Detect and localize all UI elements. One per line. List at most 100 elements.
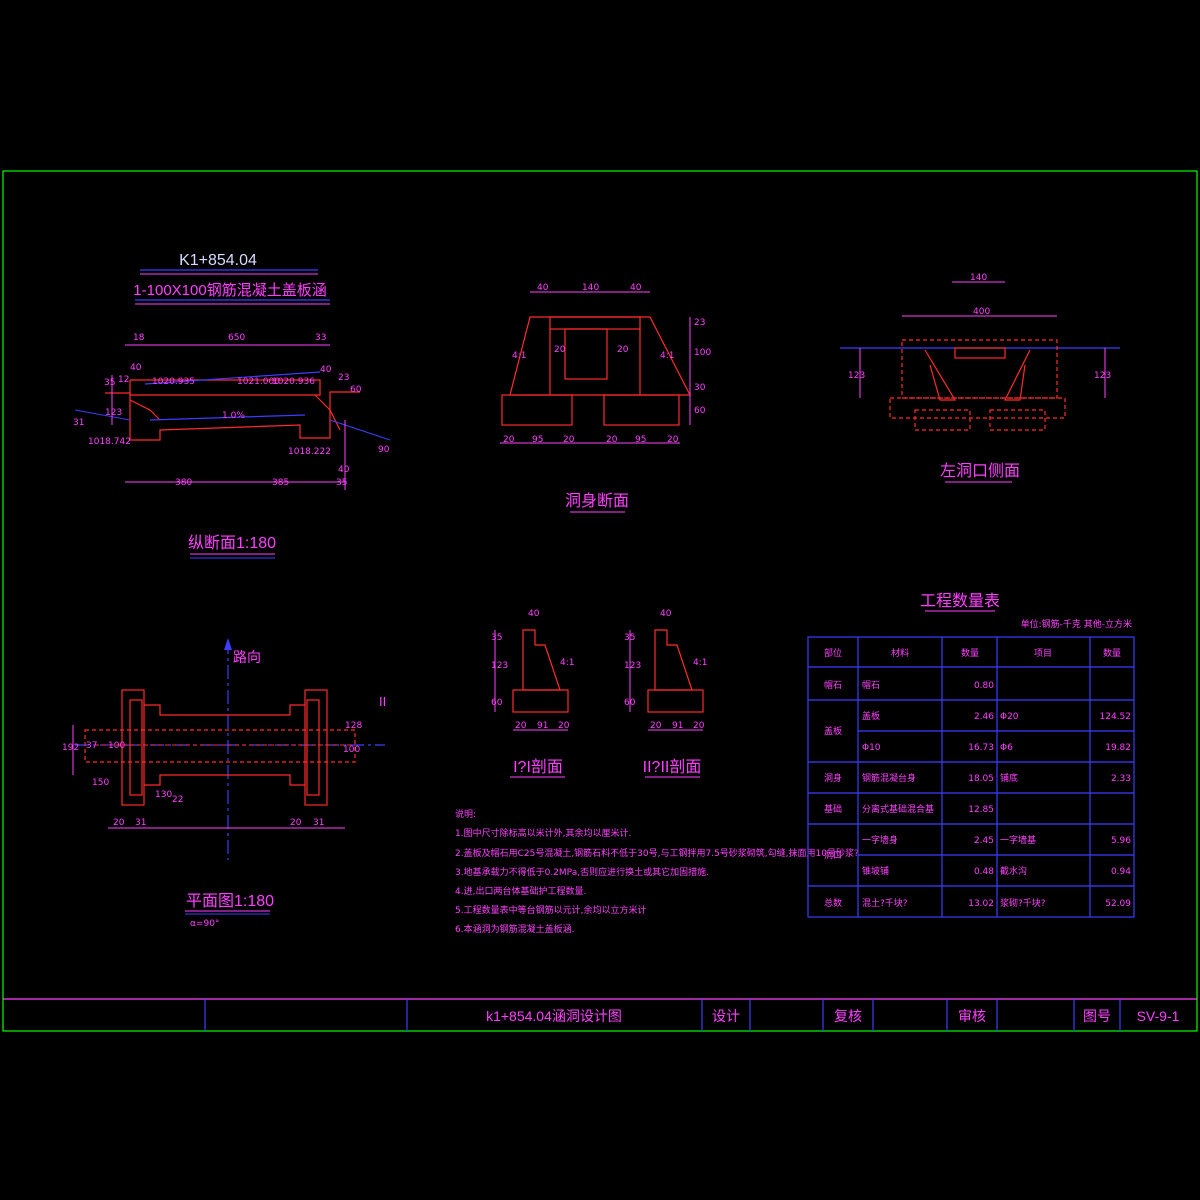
svg-text:20: 20 [693, 721, 705, 731]
svg-text:2.33: 2.33 [1111, 774, 1131, 784]
sheet-frame [2, 170, 1198, 1032]
svg-text:40: 40 [338, 465, 350, 475]
svg-text:12.85: 12.85 [968, 805, 994, 815]
svg-text:123: 123 [848, 371, 865, 381]
elev-outlet-top: 1020.936 [272, 377, 315, 387]
svg-text:数量: 数量 [961, 647, 979, 659]
svg-text:123: 123 [105, 408, 122, 418]
svg-text:20: 20 [650, 721, 662, 731]
svg-text:31: 31 [73, 418, 84, 428]
svg-text:123: 123 [1094, 371, 1111, 381]
svg-text:混土?千块?: 混土?千块? [862, 897, 908, 909]
drawing-name: k1+854.04涵洞设计图 [486, 1008, 622, 1024]
note-line: 6.本涵洞为钢筋混凝土盖板涵. [455, 923, 574, 935]
design-label: 设计 [712, 1008, 740, 1024]
svg-text:2.45: 2.45 [974, 836, 994, 846]
svg-text:基础: 基础 [824, 803, 842, 815]
road-surface-line [144, 371, 321, 385]
note-line: 5.工程数量表中等台钢筋以元计,余均以立方米计 [455, 904, 646, 916]
svg-text:40: 40 [130, 363, 142, 373]
svg-text:128: 128 [345, 721, 362, 731]
culvert-type-label: 1-100X100钢筋混凝土盖板涵 [133, 281, 326, 299]
svg-text:浆砌?千块?: 浆砌?千块? [1000, 897, 1046, 909]
svg-text:20: 20 [558, 721, 570, 731]
svg-text:20: 20 [563, 435, 575, 445]
svg-text:123: 123 [491, 661, 508, 671]
svg-text:385: 385 [272, 478, 289, 488]
body-section-view: 40 140 40 23 100 30 60 20 20 20 95 20 20… [500, 283, 711, 513]
svg-text:Φ20: Φ20 [1000, 712, 1019, 722]
svg-text:123: 123 [624, 661, 641, 671]
svg-text:19.82: 19.82 [1105, 743, 1131, 753]
svg-text:20: 20 [515, 721, 527, 731]
svg-text:16.73: 16.73 [968, 743, 994, 753]
review-label: 复核 [834, 1008, 862, 1024]
svg-text:95: 95 [532, 435, 543, 445]
svg-text:140: 140 [970, 273, 987, 283]
svg-text:12: 12 [118, 375, 129, 385]
svg-text:40: 40 [630, 283, 642, 293]
svg-text:35: 35 [336, 478, 347, 488]
svg-text:23: 23 [338, 373, 349, 383]
svg-text:项目: 项目 [1034, 648, 1052, 659]
svg-text:35: 35 [104, 378, 115, 388]
svg-text:23: 23 [694, 318, 705, 328]
longitudinal-title: 纵断面1:180 [188, 534, 276, 552]
svg-text:帽石: 帽石 [862, 679, 880, 691]
note-line: 4.进,出口两台体基础护工程数量. [455, 885, 586, 897]
svg-text:路向: 路向 [233, 649, 261, 665]
svg-text:35: 35 [491, 633, 502, 643]
svg-text:40: 40 [320, 365, 332, 375]
svg-text:4:1: 4:1 [560, 658, 574, 668]
longitudinal-section-view: 18 650 33 40 12 35 23 60 40 380 385 35 4… [73, 333, 391, 559]
svg-text:150: 150 [92, 778, 109, 788]
svg-text:4:1: 4:1 [512, 351, 526, 361]
svg-text:52.09: 52.09 [1105, 899, 1131, 909]
svg-text:22: 22 [172, 795, 183, 805]
svg-text:40: 40 [537, 283, 549, 293]
quantity-table: 工程数量表 单位:钢筋-千克 其他-立方米 部位 材料 数量 项目 数量 帽石 … [807, 592, 1135, 918]
svg-text:18: 18 [133, 333, 145, 343]
svg-text:60: 60 [350, 385, 362, 395]
svg-text:95: 95 [635, 435, 646, 445]
svg-text:37: 37 [86, 741, 97, 751]
svg-text:380: 380 [175, 478, 192, 488]
svg-text:2.46: 2.46 [974, 712, 994, 722]
svg-text:盖板: 盖板 [862, 710, 880, 722]
svg-text:材料: 材料 [891, 647, 909, 659]
svg-text:0.80: 0.80 [974, 681, 994, 691]
drawing-no-label: 图号 [1083, 1008, 1111, 1024]
elev-inlet-top: 1020.935 [152, 377, 195, 387]
flow-line [149, 414, 306, 421]
section-2-view: 40 35 123 60 20 91 20 4:1 II?II剖面 [624, 609, 707, 778]
svg-text:90: 90 [378, 445, 390, 455]
note-line: 1.图中尺寸除标高以米计外,其余均以厘米计. [455, 827, 631, 839]
road-direction-arrow-icon [224, 638, 232, 650]
note-line: 3.地基承载力不得低于0.2MPa,否则应进行换土或其它加固措施. [455, 866, 709, 878]
svg-text:100: 100 [343, 745, 360, 755]
elev-mid: 1021.000 [237, 377, 280, 387]
svg-text:20: 20 [606, 435, 618, 445]
svg-text:100: 100 [108, 741, 125, 751]
elev-inlet-bottom: 1018.742 [88, 437, 131, 447]
table-unit-note: 单位:钢筋-千克 其他-立方米 [1021, 618, 1132, 630]
section-mark: II [379, 694, 386, 709]
svg-text:13.02: 13.02 [968, 899, 994, 909]
svg-text:Φ6: Φ6 [1000, 743, 1013, 753]
svg-text:部位: 部位 [824, 647, 842, 659]
body-section-title: 洞身断面 [565, 492, 629, 510]
deck-outline [129, 379, 321, 396]
drawing-number: SV-9-1 [1137, 1008, 1180, 1024]
section-1-title: I?I剖面 [513, 758, 563, 776]
station-label: K1+854.04 [179, 252, 257, 269]
svg-text:洞身: 洞身 [824, 772, 842, 784]
svg-text:20: 20 [113, 818, 125, 828]
svg-text:40: 40 [660, 609, 672, 619]
svg-text:4:1: 4:1 [660, 351, 674, 361]
svg-text:124.52: 124.52 [1100, 712, 1132, 722]
angle-note: α=90° [190, 919, 219, 929]
svg-text:650: 650 [228, 333, 245, 343]
svg-text:130: 130 [155, 790, 172, 800]
svg-text:18.05: 18.05 [968, 774, 994, 784]
